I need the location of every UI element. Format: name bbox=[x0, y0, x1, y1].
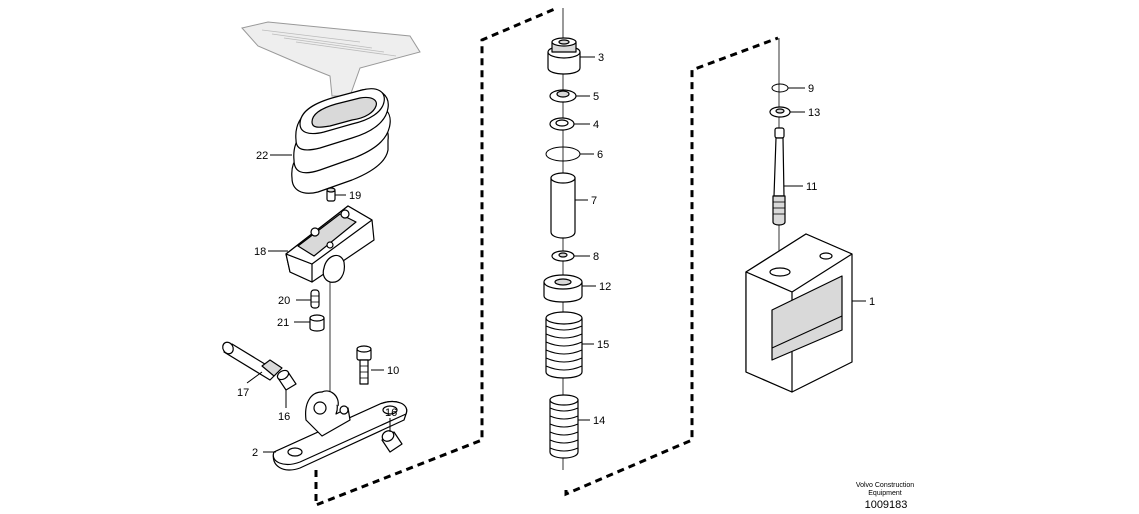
callout-6: 6 bbox=[597, 149, 603, 161]
callout-15: 15 bbox=[597, 339, 609, 351]
dashed-connector-left bbox=[314, 6, 558, 508]
bushing-16-left bbox=[276, 369, 297, 391]
callout-12: 12 bbox=[599, 281, 611, 293]
rubber-boot bbox=[291, 88, 391, 194]
callout-1: 1 bbox=[869, 296, 875, 308]
callout-2: 2 bbox=[252, 447, 258, 459]
washer-8 bbox=[551, 250, 575, 262]
lever-housing bbox=[285, 205, 375, 283]
callout-21: 21 bbox=[277, 317, 289, 329]
spring-14 bbox=[549, 394, 579, 459]
callout-22: 22 bbox=[256, 150, 268, 162]
valve-body-1 bbox=[745, 233, 853, 393]
callout-17: 17 bbox=[237, 387, 249, 399]
pedal bbox=[241, 21, 421, 97]
maker-line-2: Equipment bbox=[868, 490, 902, 497]
callout-3: 3 bbox=[598, 52, 604, 64]
washer-13 bbox=[769, 106, 791, 118]
callout-13: 13 bbox=[808, 107, 820, 119]
callout-11: 11 bbox=[806, 181, 817, 193]
washer-5 bbox=[549, 89, 577, 103]
plunger-11 bbox=[772, 127, 786, 226]
callout-10: 10 bbox=[387, 365, 399, 377]
callout-8: 8 bbox=[593, 251, 599, 263]
small-screw bbox=[326, 187, 336, 202]
bushing-21 bbox=[309, 314, 325, 332]
circlip-9 bbox=[771, 83, 789, 93]
maker-line-1: Volvo Construction bbox=[856, 482, 914, 489]
callout-9: 9 bbox=[808, 83, 814, 95]
leader-lines bbox=[246, 56, 866, 453]
spool-7 bbox=[550, 172, 576, 239]
callout-4: 4 bbox=[593, 119, 599, 131]
callout-5: 5 bbox=[593, 91, 599, 103]
callout-14: 14 bbox=[593, 415, 605, 427]
callout-7: 7 bbox=[591, 195, 597, 207]
spring-15 bbox=[545, 311, 583, 379]
washer-4 bbox=[549, 117, 575, 131]
seal-cap-3 bbox=[547, 37, 581, 75]
bushing-16-right bbox=[381, 430, 403, 453]
drawing-number: 1009183 bbox=[865, 499, 908, 511]
callout-labels: 3 5 4 6 7 8 12 15 14 9 13 11 1 19 22 18 … bbox=[237, 52, 875, 459]
callout-18: 18 bbox=[254, 246, 266, 258]
pin-shaft-17 bbox=[222, 341, 283, 381]
dashed-connector-right bbox=[564, 36, 779, 497]
footer: Volvo Construction Equipment 1009183 bbox=[856, 482, 914, 511]
base-plate bbox=[272, 390, 408, 471]
callout-19: 19 bbox=[349, 190, 361, 202]
callout-16-left: 16 bbox=[278, 411, 290, 423]
callout-20: 20 bbox=[278, 295, 290, 307]
callout-16-right: 16 bbox=[385, 407, 397, 419]
pin-20 bbox=[310, 289, 320, 309]
spring-seat-12 bbox=[543, 274, 583, 303]
bolt-10 bbox=[356, 345, 372, 385]
